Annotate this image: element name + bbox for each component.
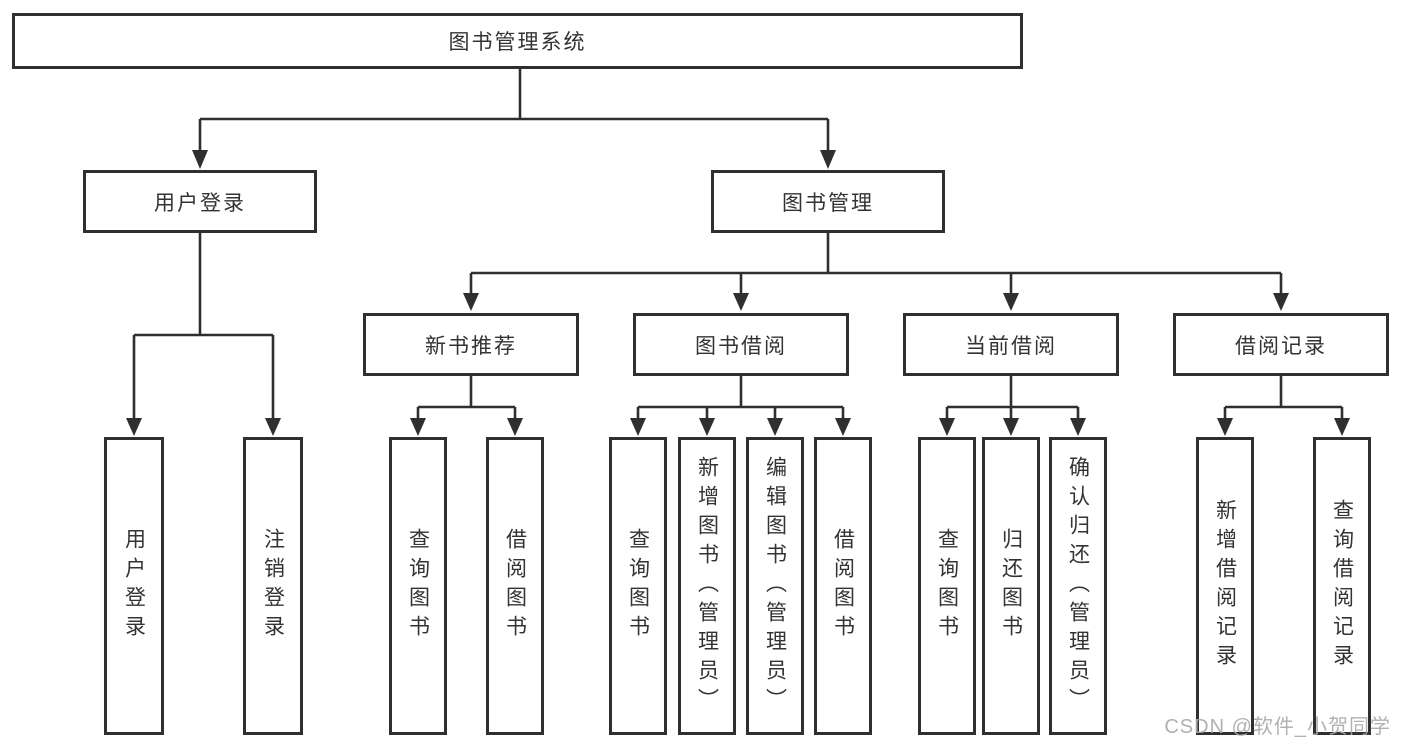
leaf-return-book: 归还图书 (982, 437, 1040, 735)
node-user-login-label: 用户登录 (154, 191, 246, 215)
leaf-query-borrow-record: 查询借阅记录 (1313, 437, 1371, 735)
node-root: 图书管理系统 (12, 13, 1023, 69)
leaf-edit-book-admin: 编辑图书（管理员） (746, 437, 804, 735)
leaf-query-book-3-label: 查询图书 (935, 528, 959, 644)
node-book-management-label: 图书管理 (782, 191, 874, 215)
leaf-query-book-1-label: 查询图书 (406, 528, 430, 644)
node-new-book-recommend-label: 新书推荐 (425, 334, 517, 358)
node-borrow-record-label: 借阅记录 (1235, 334, 1327, 358)
leaf-user-login: 用户登录 (104, 437, 164, 735)
leaf-add-borrow-record: 新增借阅记录 (1196, 437, 1254, 735)
leaf-logout-label: 注销登录 (261, 528, 285, 644)
leaf-edit-book-admin-label: 编辑图书（管理员） (763, 455, 787, 717)
node-borrow-record: 借阅记录 (1173, 313, 1389, 376)
node-user-login: 用户登录 (83, 170, 317, 233)
node-new-book-recommend: 新书推荐 (363, 313, 579, 376)
node-book-management: 图书管理 (711, 170, 945, 233)
leaf-return-book-label: 归还图书 (999, 528, 1023, 644)
arrowheads (126, 150, 1350, 436)
leaf-user-login-label: 用户登录 (122, 528, 146, 644)
leaf-borrow-book-2: 借阅图书 (814, 437, 872, 735)
leaf-add-book-admin: 新增图书（管理员） (678, 437, 736, 735)
leaf-borrow-book-2-label: 借阅图书 (831, 528, 855, 644)
node-current-borrow: 当前借阅 (903, 313, 1119, 376)
leaf-borrow-book-1-label: 借阅图书 (503, 528, 527, 644)
csdn-watermark: CSDN @软件_小贺同学 (1164, 716, 1391, 738)
node-book-borrow-label: 图书借阅 (695, 334, 787, 358)
leaf-query-book-2-label: 查询图书 (626, 528, 650, 644)
leaf-add-book-admin-label: 新增图书（管理员） (695, 455, 719, 717)
node-root-label: 图书管理系统 (448, 31, 587, 54)
leaf-confirm-return-admin-label: 确认归还（管理员） (1066, 455, 1090, 717)
node-current-borrow-label: 当前借阅 (965, 334, 1057, 358)
leaf-logout: 注销登录 (243, 437, 303, 735)
node-book-borrow: 图书借阅 (633, 313, 849, 376)
leaf-confirm-return-admin: 确认归还（管理员） (1049, 437, 1107, 735)
leaf-add-borrow-record-label: 新增借阅记录 (1213, 499, 1237, 673)
leaf-query-book-2: 查询图书 (609, 437, 667, 735)
leaf-borrow-book-1: 借阅图书 (486, 437, 544, 735)
leaf-query-book-3: 查询图书 (918, 437, 976, 735)
leaf-query-book-1: 查询图书 (389, 437, 447, 735)
leaf-query-borrow-record-label: 查询借阅记录 (1330, 499, 1354, 673)
